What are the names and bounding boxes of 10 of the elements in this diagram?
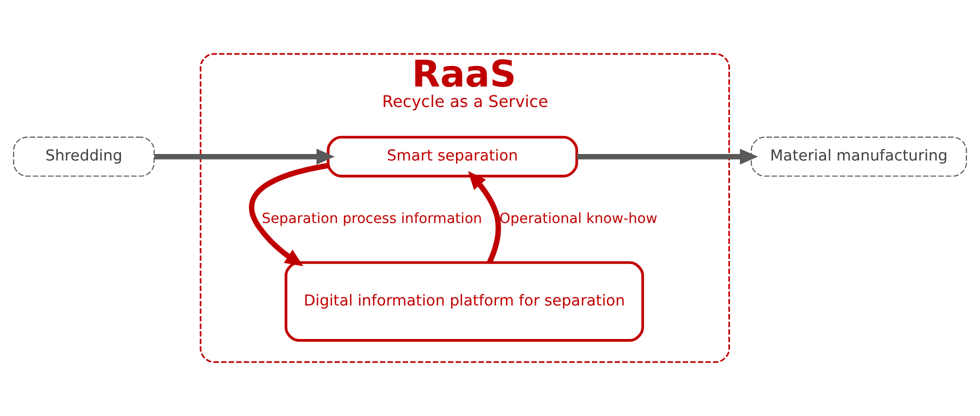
node-box: Shredding [13,136,155,177]
edge-label: Operational know-how [499,211,658,228]
node-box: Smart separation [326,136,578,178]
node-box: Digital information platform for separation [284,261,644,342]
arrow [249,162,328,266]
arrow [154,148,335,165]
node-box: Material manufacturing [750,136,967,177]
arrow [468,171,501,264]
edge-label: Separation process information [262,211,482,228]
arrow [577,148,758,165]
